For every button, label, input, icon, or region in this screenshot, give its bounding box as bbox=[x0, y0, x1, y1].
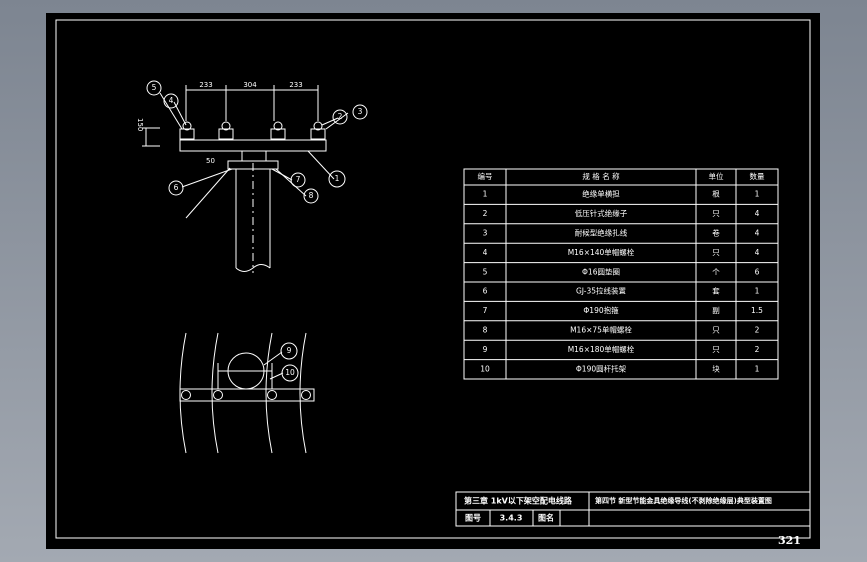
table-cell-name: 低压针式绝缘子 bbox=[575, 208, 628, 218]
table-cell-name: M16×180单帽螺栓 bbox=[568, 344, 635, 354]
callout-label: 3 bbox=[358, 107, 363, 116]
table-cell-name: Φ16圆垫圈 bbox=[582, 266, 620, 276]
table-cell-qty: 1.5 bbox=[751, 306, 763, 315]
table-cell-name: M16×140单帽螺栓 bbox=[568, 247, 635, 257]
table-cell-unit: 只 bbox=[712, 209, 720, 218]
drawing-sheet: 233 304 233 150 bbox=[46, 13, 820, 549]
table-cell-name: Φ190抱箍 bbox=[583, 305, 619, 315]
table-cell-name: Φ190圆杆托架 bbox=[576, 363, 627, 373]
table-cell-qty: 2 bbox=[755, 345, 760, 354]
table-cell-name: 绝缘单横担 bbox=[582, 189, 620, 199]
table-cell-qty: 1 bbox=[755, 364, 760, 373]
dim-text: 233 bbox=[289, 81, 302, 89]
title-block: 第三章 1kV以下架空配电线路 第四节 新型节能金具绝缘导线(不剥除绝缘层)典型… bbox=[455, 491, 811, 527]
table-cell-qty: 4 bbox=[755, 248, 760, 257]
table-cell-unit: 根 bbox=[712, 189, 720, 199]
table-cell-no: 6 bbox=[483, 287, 488, 296]
table-cell-unit: 副 bbox=[712, 306, 720, 315]
drawing-name-label: 图名 bbox=[538, 513, 554, 523]
chapter-title: 第三章 1kV以下架空配电线路 bbox=[464, 496, 573, 506]
table-cell-no: 10 bbox=[480, 364, 490, 373]
table-cell-name: 耐候型绝缘扎线 bbox=[575, 228, 628, 238]
table-header: 单位 bbox=[709, 171, 724, 181]
table-header: 编号 bbox=[478, 171, 493, 181]
callout-label: 1 bbox=[335, 174, 340, 183]
table-cell-unit: 只 bbox=[712, 326, 720, 335]
dim-text: 304 bbox=[243, 81, 257, 89]
callout-label: 2 bbox=[338, 112, 343, 121]
table-cell-unit: 只 bbox=[712, 345, 720, 354]
drawing-no-label: 图号 bbox=[465, 514, 481, 523]
table-cell-qty: 4 bbox=[755, 229, 760, 238]
page-number: 321 bbox=[778, 534, 801, 547]
section-title: 第四节 新型节能金具绝缘导线(不剥除绝缘层)典型装置图 bbox=[595, 496, 772, 505]
inner-frame bbox=[55, 19, 811, 539]
callout-label: 6 bbox=[174, 183, 179, 192]
dim-text: 233 bbox=[199, 81, 212, 89]
table-cell-unit: 块 bbox=[712, 363, 720, 373]
drawing-canvas: 233 304 233 150 bbox=[55, 19, 811, 547]
table-cell-qty: 1 bbox=[755, 190, 760, 199]
callout-label: 5 bbox=[152, 83, 157, 92]
table-cell-no: 2 bbox=[483, 209, 488, 218]
table-cell-qty: 2 bbox=[755, 326, 760, 335]
callout-label: 4 bbox=[169, 96, 174, 105]
table-cell-no: 3 bbox=[483, 229, 488, 238]
table-cell-unit: 套 bbox=[712, 286, 720, 296]
table-cell-no: 8 bbox=[483, 326, 488, 335]
table-cell-no: 7 bbox=[483, 306, 488, 315]
table-header: 数量 bbox=[750, 171, 765, 181]
table-cell-no: 5 bbox=[483, 267, 488, 276]
stem-dim-text: 50 bbox=[206, 157, 215, 165]
height-dim-text: 150 bbox=[136, 118, 144, 131]
table-cell-qty: 4 bbox=[755, 209, 760, 218]
table-cell-qty: 6 bbox=[755, 267, 760, 276]
table-cell-no: 1 bbox=[483, 190, 488, 199]
table-cell-no: 9 bbox=[483, 345, 488, 354]
callout-label: 10 bbox=[285, 368, 295, 377]
table-cell-unit: 卷 bbox=[712, 228, 720, 238]
elevation-view: 233 304 233 150 bbox=[136, 80, 368, 273]
table-cell-name: M16×75单帽螺栓 bbox=[570, 325, 632, 335]
callout-label: 9 bbox=[287, 346, 292, 355]
table-cell-unit: 个 bbox=[712, 267, 720, 276]
callout-label: 8 bbox=[309, 191, 314, 200]
table-cell-no: 4 bbox=[483, 248, 488, 257]
callout-label: 7 bbox=[296, 175, 301, 184]
plan-view: 9 10 bbox=[179, 332, 315, 454]
drawing-no: 3.4.3 bbox=[500, 514, 523, 523]
table-cell-qty: 1 bbox=[755, 287, 760, 296]
table-cell-name: GJ-35拉线装置 bbox=[576, 286, 627, 296]
table-header: 规 格 名 称 bbox=[582, 171, 620, 181]
table-cell-unit: 只 bbox=[712, 248, 720, 257]
